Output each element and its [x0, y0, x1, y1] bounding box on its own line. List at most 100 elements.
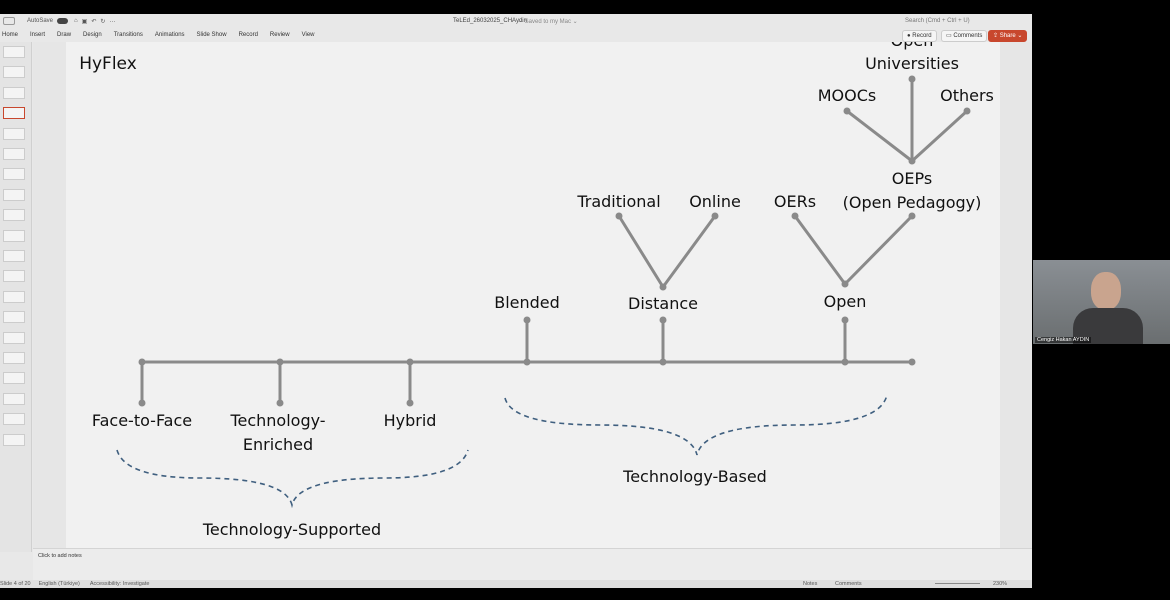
record-button[interactable]: ● Record [902, 30, 937, 42]
slide-counter: Slide 4 of 20 [0, 581, 31, 587]
comments-toggle[interactable]: Comments [835, 581, 862, 587]
node-dot [276, 358, 284, 366]
undo-icon[interactable]: ↶ [91, 18, 97, 25]
accessibility-status[interactable]: Accessibility: Investigate [89, 581, 150, 587]
node-dot [659, 316, 667, 324]
label-technology-based: Technology-Based [622, 467, 767, 486]
comments-label: Comments [953, 33, 983, 39]
more-icon[interactable]: … [109, 18, 116, 24]
label-open-universities-1: Open [891, 42, 934, 50]
comments-button[interactable]: ▭ Comments [941, 30, 988, 42]
save-icon[interactable]: ▣ [81, 18, 88, 25]
zoom-level[interactable]: 230% [993, 581, 1008, 587]
slide-thumbnail[interactable] [3, 148, 25, 160]
slide-thumbnail[interactable] [3, 168, 25, 181]
node-dot [659, 358, 667, 366]
tab-record[interactable]: Record [238, 32, 258, 38]
slide-thumbnail[interactable] [3, 66, 25, 79]
slide-thumbnail[interactable] [3, 229, 25, 242]
tab-design[interactable]: Design [83, 32, 102, 38]
slide-thumbnail[interactable] [3, 270, 25, 283]
label-others: Others [940, 86, 994, 105]
label-traditional: Traditional [576, 192, 660, 211]
share-label: Share [999, 33, 1016, 39]
node-dot [523, 358, 531, 366]
search-box[interactable]: Search (Cmd + Ctrl + U) [905, 18, 970, 24]
label-hybrid: Hybrid [384, 411, 437, 430]
slide-thumbnail[interactable] [3, 250, 25, 262]
label-online: Online [689, 192, 741, 211]
node-dot [908, 157, 916, 165]
slide-thumbnail[interactable] [3, 413, 25, 426]
node-dot [841, 316, 849, 324]
slide-thumbnail[interactable] [3, 46, 25, 58]
node-dot [406, 358, 414, 366]
zoom-slider[interactable] [935, 583, 980, 584]
label-technology-enriched-1: Technology- [229, 411, 325, 430]
node-dot [276, 399, 284, 407]
slide-thumbnail[interactable] [3, 372, 25, 385]
language[interactable]: English (Türkiye) [38, 581, 80, 587]
slide-thumbnail[interactable] [3, 331, 25, 344]
slide-thumbnail[interactable] [3, 290, 25, 303]
tab-home[interactable]: Home [2, 32, 19, 38]
node-dot [908, 75, 916, 83]
slide-title: HyFlex [79, 54, 137, 74]
slide-thumbnail[interactable] [3, 311, 25, 324]
record-label: Record [912, 33, 932, 39]
node-dot [841, 280, 849, 288]
home-icon[interactable]: ⌂ [74, 18, 78, 24]
notes-toggle[interactable]: Notes [803, 581, 818, 587]
tab-draw[interactable]: Draw [57, 32, 72, 38]
tab-transitions[interactable]: Transitions [113, 32, 143, 38]
node-dot [711, 212, 719, 220]
oeps-branch [845, 109, 969, 163]
slide[interactable]: HyFlex Face-to-Face Technology- Enriched… [66, 31, 1000, 548]
powerpoint-window: AutoSave ⌂ ▣ ↶ ↻ … TeLEd_26032025_CHAydi… [0, 14, 1032, 588]
label-open: Open [824, 292, 867, 311]
slide-thumbnail[interactable] [3, 392, 25, 405]
notes-placeholder: Click to add notes [38, 553, 82, 559]
label-technology-supported: Technology-Supported [202, 520, 381, 539]
slide-thumbnail[interactable] [3, 107, 25, 120]
tab-slide-show[interactable]: Slide Show [196, 32, 227, 38]
slide-thumbnails[interactable] [0, 42, 32, 552]
tab-view[interactable]: View [301, 32, 315, 38]
slide-thumbnail[interactable] [3, 209, 25, 222]
tab-animations[interactable]: Animations [154, 32, 185, 38]
brace-technology-supported [116, 449, 469, 509]
saved-status[interactable]: — Saved to my Mac ⌄ [517, 18, 578, 25]
autosave-label: AutoSave [27, 18, 54, 24]
slide-thumbnail[interactable] [3, 127, 25, 140]
tab-review[interactable]: Review [269, 32, 290, 38]
participant-video[interactable]: Cengiz Hakan AYDIN [1033, 260, 1170, 344]
node-dot [843, 107, 851, 115]
autosave-toggle[interactable] [57, 18, 69, 24]
title-bar: AutoSave ⌂ ▣ ↶ ↻ … TeLEd_26032025_CHAydi… [0, 14, 1032, 28]
slide-thumbnail[interactable] [3, 86, 25, 99]
distance-branch [617, 214, 717, 290]
label-blended: Blended [494, 293, 560, 312]
node-dot [138, 399, 146, 407]
participant-name: Cengiz Hakan AYDIN [1035, 337, 1092, 343]
document-title[interactable]: TeLEd_26032025_CHAydin [453, 18, 527, 24]
notes-pane[interactable]: Click to add notes [33, 548, 1032, 580]
redo-icon[interactable]: ↻ [100, 18, 106, 25]
slide-thumbnail[interactable] [3, 433, 25, 446]
hyflex-diagram: HyFlex Face-to-Face Technology- Enriched… [79, 31, 994, 539]
node-dot [406, 399, 414, 407]
slide-thumbnail[interactable] [3, 188, 25, 201]
label-open-universities-2: Universities [865, 54, 959, 73]
node-dot [791, 212, 799, 220]
tab-insert[interactable]: Insert [30, 32, 46, 38]
share-button[interactable]: ⇪ Share ⌄ [988, 30, 1028, 42]
node-dot [908, 212, 916, 220]
open-branch [793, 214, 914, 287]
sidebar-toggle-icon[interactable] [3, 17, 15, 25]
label-distance: Distance [628, 294, 698, 313]
status-bar: Slide 4 of 20 English (Türkiye) Accessib… [0, 580, 1032, 588]
slide-thumbnail[interactable] [3, 352, 25, 364]
node-dot [523, 316, 531, 324]
node-dot [659, 283, 667, 291]
label-technology-enriched-2: Enriched [243, 435, 313, 454]
